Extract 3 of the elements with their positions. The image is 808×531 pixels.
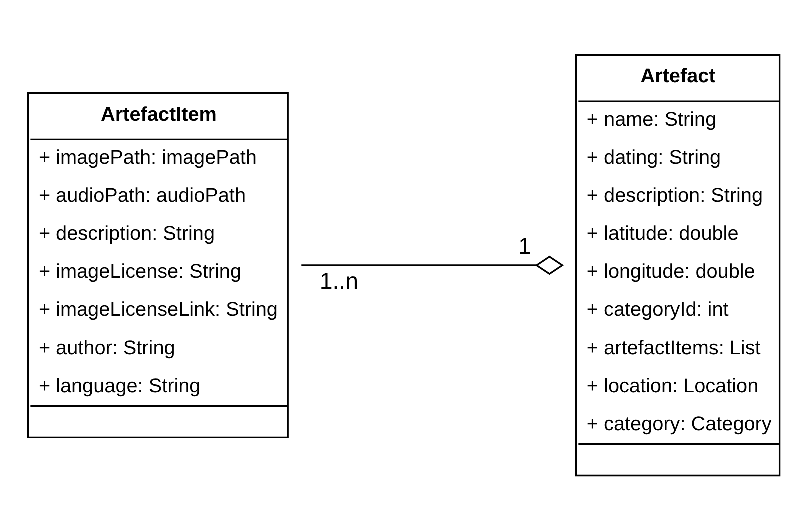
connector xyxy=(302,256,564,276)
label: 1..n xyxy=(320,268,358,294)
label: 1 xyxy=(518,233,532,260)
